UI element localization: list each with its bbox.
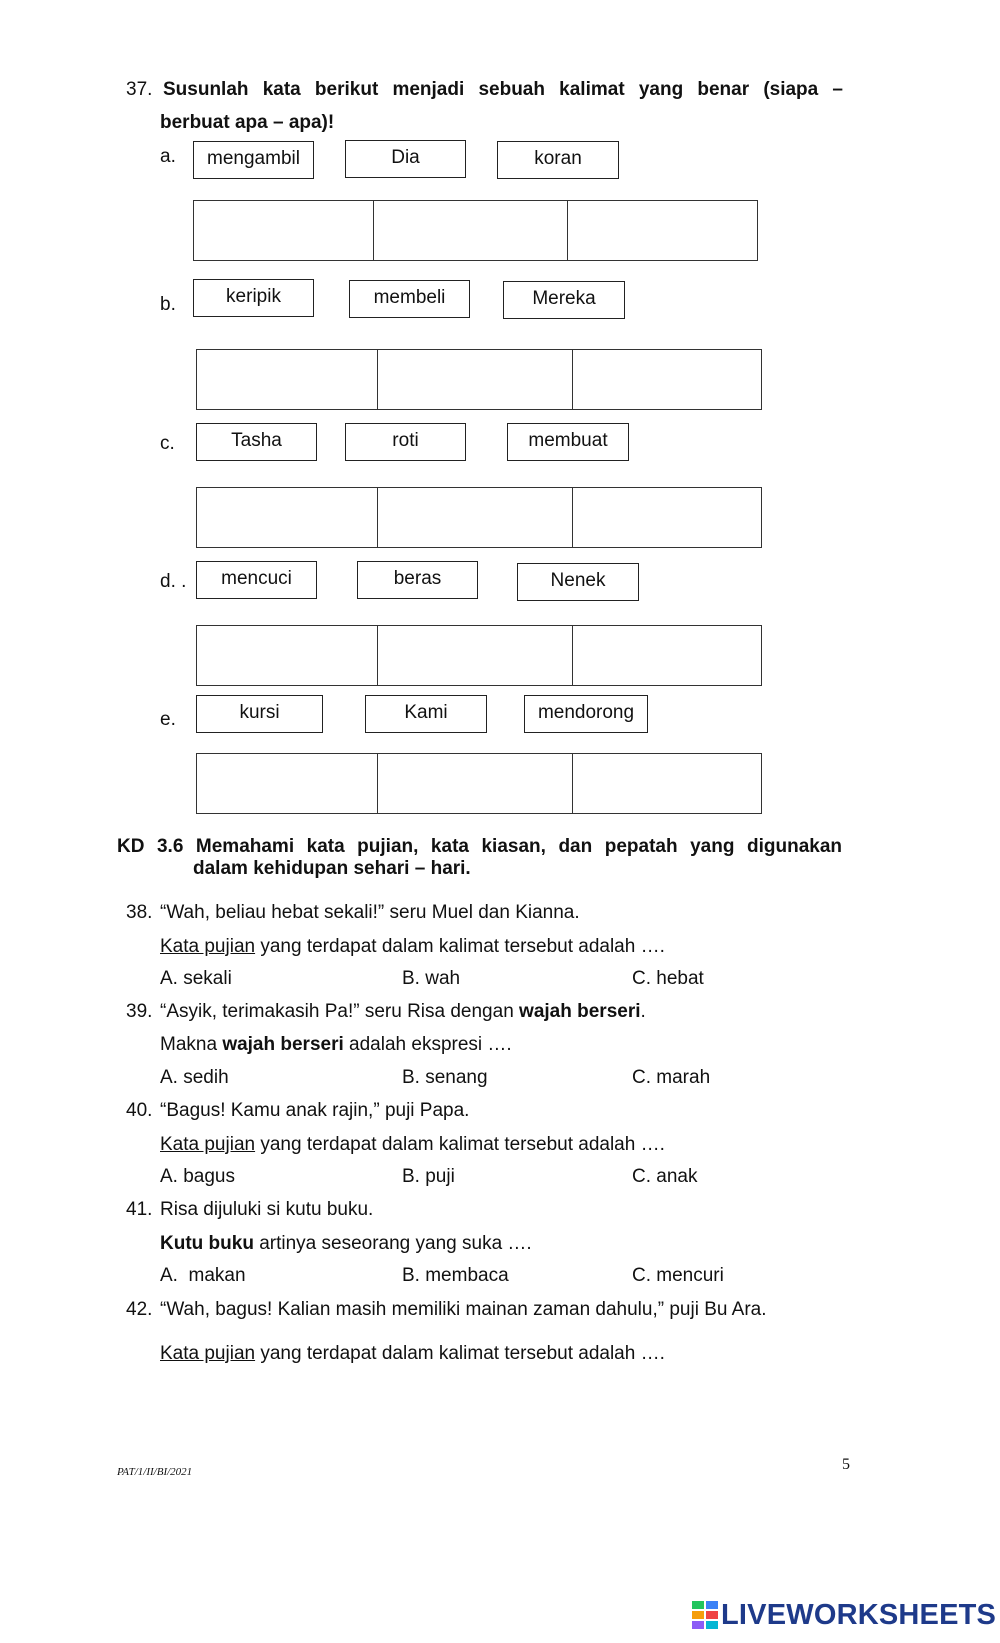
question-41-prompt: Kutu buku artinya seseorang yang suka ….: [160, 1233, 532, 1255]
answer-slot-3[interactable]: [573, 350, 761, 409]
liveworksheets-wordmark: LIVEWORKSHEETS: [721, 1598, 997, 1631]
answer-slot-1[interactable]: [197, 626, 378, 685]
question-39-prompt: Makna wajah berseri adalah ekspresi ….: [160, 1034, 512, 1056]
word-card[interactable]: Kami: [365, 695, 487, 733]
item-letter-d: d. .: [160, 571, 187, 592]
item-letter-a: a.: [160, 146, 176, 167]
answer-slot-3[interactable]: [573, 626, 761, 685]
page-number: 5: [842, 1456, 850, 1473]
answer-slot-2[interactable]: [378, 626, 573, 685]
option-a[interactable]: A. sekali: [160, 968, 232, 989]
word-card[interactable]: kursi: [196, 695, 323, 733]
word-card[interactable]: beras: [357, 561, 478, 599]
option-a[interactable]: A. bagus: [160, 1166, 235, 1187]
option-b[interactable]: B. membaca: [402, 1265, 509, 1286]
option-b[interactable]: B. senang: [402, 1067, 488, 1088]
prompt-text: adalah ekspresi ….: [343, 1034, 512, 1055]
word-card[interactable]: membuat: [507, 423, 629, 461]
option-a[interactable]: A. sedih: [160, 1067, 229, 1088]
kd-heading-line1: KD 3.6 Memahami kata pujian, kata kiasan…: [117, 836, 842, 857]
word-card[interactable]: membeli: [349, 280, 470, 318]
answer-slot-1[interactable]: [197, 350, 378, 409]
question-number-41: 41.: [126, 1199, 153, 1220]
word-card[interactable]: Tasha: [196, 423, 317, 461]
prompt-text: yang terdapat dalam kalimat tersebut ada…: [255, 936, 665, 957]
prompt-text: yang terdapat dalam kalimat tersebut ada…: [255, 1134, 665, 1155]
question-number-37: 37.: [126, 79, 153, 100]
underlined-term: Kata pujian: [160, 936, 256, 957]
question-42-prompt: Kata pujian yang terdapat dalam kalimat …: [160, 1343, 665, 1365]
answer-row-a: [193, 200, 758, 261]
prompt-text: Makna: [160, 1034, 223, 1055]
stem-text: “Asyik, terimakasih Pa!” seru Risa denga…: [160, 1001, 520, 1022]
word-card[interactable]: koran: [497, 141, 619, 179]
answer-slot-2[interactable]: [374, 201, 568, 260]
word-card[interactable]: Dia: [345, 140, 466, 178]
kd-heading-line2: dalam kehidupan sehari – hari.: [193, 858, 471, 879]
question-37-title-line2: berbuat apa – apa)!: [160, 112, 335, 133]
question-37-title-line1: Susunlah kata berikut menjadi sebuah kal…: [163, 79, 843, 100]
liveworksheets-grid-icon: [692, 1601, 718, 1629]
answer-row-b: [196, 349, 762, 410]
bold-term: Kutu buku: [160, 1233, 254, 1254]
answer-slot-3[interactable]: [568, 201, 757, 260]
word-card[interactable]: Mereka: [503, 281, 625, 319]
question-42-stem: “Wah, bagus! Kalian masih memiliki maina…: [160, 1299, 767, 1320]
item-letter-b: b.: [160, 294, 176, 315]
question-40-stem: “Bagus! Kamu anak rajin,” puji Papa.: [160, 1100, 470, 1121]
underlined-term: Kata pujian: [160, 1134, 256, 1155]
option-b[interactable]: B. puji: [402, 1166, 455, 1187]
answer-slot-1[interactable]: [197, 754, 378, 813]
prompt-text: yang terdapat dalam kalimat tersebut ada…: [255, 1343, 665, 1364]
question-38-stem: “Wah, beliau hebat sekali!” seru Muel da…: [160, 902, 580, 923]
footer-document-code: PAT/1/II/BI/2021: [117, 1466, 193, 1478]
option-c[interactable]: C. hebat: [632, 968, 704, 989]
answer-slot-2[interactable]: [378, 754, 573, 813]
stem-text: .: [640, 1001, 646, 1022]
answer-slot-2[interactable]: [378, 350, 573, 409]
answer-slot-2[interactable]: [378, 488, 573, 547]
question-number-38: 38.: [126, 902, 153, 923]
answer-row-d: [196, 625, 762, 686]
answer-slot-1[interactable]: [197, 488, 378, 547]
question-number-42: 42.: [126, 1299, 153, 1320]
item-letter-e: e.: [160, 709, 176, 730]
word-card[interactable]: roti: [345, 423, 466, 461]
answer-row-e: [196, 753, 762, 814]
word-card[interactable]: mendorong: [524, 695, 648, 733]
word-card[interactable]: keripik: [193, 279, 314, 317]
word-card[interactable]: mengambil: [193, 141, 314, 179]
question-39-stem: “Asyik, terimakasih Pa!” seru Risa denga…: [160, 1001, 646, 1023]
question-number-40: 40.: [126, 1100, 153, 1121]
word-card[interactable]: Nenek: [517, 563, 639, 601]
option-a[interactable]: A. makan: [160, 1265, 246, 1286]
answer-row-c: [196, 487, 762, 548]
bold-term: wajah berseri: [519, 1001, 641, 1022]
question-41-stem: Risa dijuluki si kutu buku.: [160, 1199, 374, 1220]
answer-slot-3[interactable]: [573, 754, 761, 813]
answer-slot-3[interactable]: [573, 488, 761, 547]
word-card[interactable]: mencuci: [196, 561, 317, 599]
bold-term: wajah berseri: [222, 1034, 344, 1055]
option-c[interactable]: C. anak: [632, 1166, 698, 1187]
option-b[interactable]: B. wah: [402, 968, 461, 989]
question-number-39: 39.: [126, 1001, 153, 1022]
option-c[interactable]: C. mencuri: [632, 1265, 724, 1286]
prompt-text: artinya seseorang yang suka ….: [253, 1233, 532, 1254]
underlined-term: Kata pujian: [160, 1343, 256, 1364]
item-letter-c: c.: [160, 433, 175, 454]
answer-slot-1[interactable]: [194, 201, 374, 260]
liveworksheets-logo: LIVEWORKSHEETS: [692, 1598, 996, 1632]
question-38-prompt: Kata pujian yang terdapat dalam kalimat …: [160, 936, 665, 958]
option-c[interactable]: C. marah: [632, 1067, 711, 1088]
question-40-prompt: Kata pujian yang terdapat dalam kalimat …: [160, 1134, 665, 1156]
